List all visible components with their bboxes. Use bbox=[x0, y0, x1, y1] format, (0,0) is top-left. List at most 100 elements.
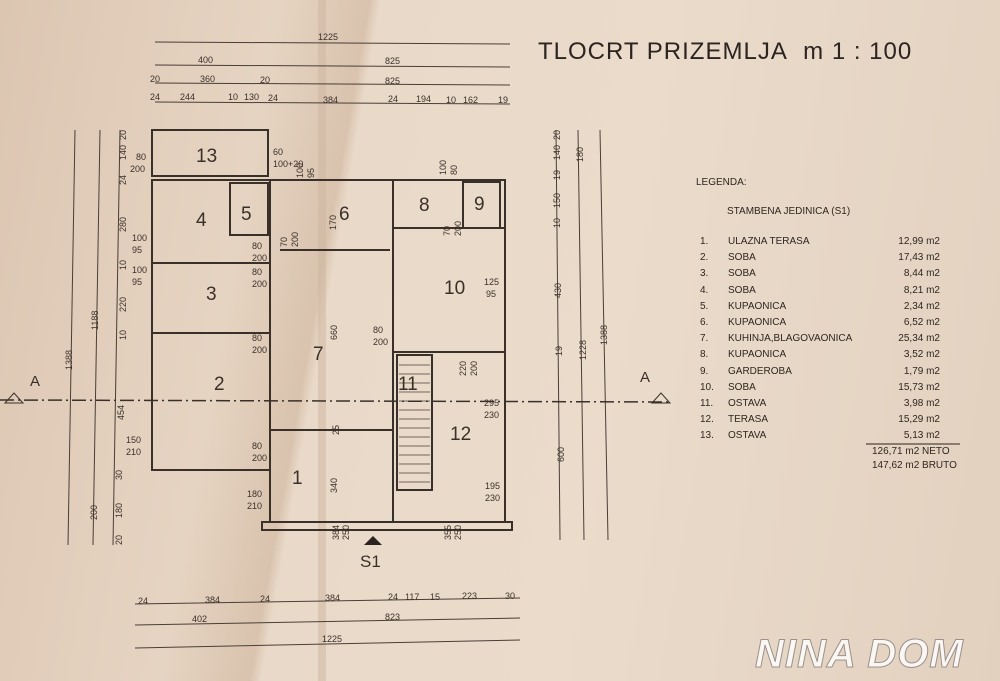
opening-size-label: 230 bbox=[485, 493, 500, 503]
dim-top-label: 825 bbox=[385, 56, 400, 66]
dim-top-label: 162 bbox=[463, 95, 478, 105]
legend-total-neto: 126,71 m2 NETO bbox=[872, 446, 950, 457]
dim-right-label: 1388 bbox=[599, 325, 609, 345]
dim-top-label: 10 bbox=[446, 95, 456, 105]
dim-top-label: 244 bbox=[180, 92, 195, 102]
inner-dimension-label: 200 bbox=[290, 232, 300, 247]
dim-right-label: 180 bbox=[575, 147, 585, 162]
legend-item-name: TERASA bbox=[728, 414, 769, 426]
room-number-7: 7 bbox=[313, 344, 324, 365]
room-number-3: 3 bbox=[206, 284, 217, 305]
opening-size-label: 100 bbox=[132, 233, 147, 243]
legend-item-no: 8. bbox=[700, 349, 709, 361]
plan-title-text: TLOCRT PRIZEMLJA bbox=[538, 38, 788, 65]
legend-item-no: 1. bbox=[700, 236, 709, 247]
dim-bottom-label: 823 bbox=[385, 612, 400, 622]
inner-dimension-label: 340 bbox=[329, 478, 339, 493]
dim-top-label: 194 bbox=[416, 94, 431, 104]
dim-left-label: 1188 bbox=[90, 311, 100, 330]
dim-bottom-label: 15 bbox=[430, 592, 440, 602]
legend-item-name: SOBA bbox=[728, 381, 756, 393]
room-number-13: 13 bbox=[196, 146, 217, 167]
watermark-logo: NINA DOM bbox=[755, 632, 964, 677]
dimension-lines bbox=[67, 41, 609, 649]
legend-item-name: KUPAONICA bbox=[728, 300, 787, 312]
opening-size-label: 80 bbox=[136, 152, 146, 162]
legend-item-area: 12,99 m2 bbox=[898, 236, 940, 247]
room-number-9: 9 bbox=[474, 194, 485, 215]
section-label-right: A bbox=[640, 369, 650, 386]
dim-bottom-label: 223 bbox=[462, 591, 477, 601]
opening-size-label: 60 bbox=[273, 147, 283, 157]
opening-size-label: 100+20 bbox=[273, 159, 303, 169]
room-number-5: 5 bbox=[241, 204, 252, 225]
dim-top-label: 19 bbox=[498, 95, 508, 105]
legend-item-no: 13. bbox=[700, 430, 714, 442]
inner-dimension-label: 250 bbox=[453, 525, 463, 540]
opening-size-label: 180 bbox=[247, 489, 262, 499]
legend-item-name: OSTAVA bbox=[728, 398, 767, 409]
section-marker-left-icon bbox=[3, 392, 25, 404]
plan-title: TLOCRT PRIZEMLJA m 1 : 100 bbox=[538, 38, 912, 66]
entrance-arrow-icon bbox=[364, 536, 382, 545]
walls bbox=[151, 129, 513, 531]
entrance-label: S1 bbox=[360, 552, 381, 571]
dim-bottom-label: 24 bbox=[138, 596, 148, 606]
legend-item-name: ULAZNA TERASA bbox=[728, 236, 810, 247]
dim-left-label: 454 bbox=[116, 405, 126, 420]
room-number-2: 2 bbox=[214, 374, 225, 395]
inner-dimension-label: 100 bbox=[438, 160, 448, 175]
opening-size-label: 95 bbox=[132, 245, 142, 255]
dim-left-label: 10 bbox=[118, 330, 128, 340]
legend-item-name: KUPAONICA bbox=[728, 317, 787, 328]
opening-size-label: 200 bbox=[252, 279, 267, 289]
legend-item: 8. KUPAONICA 3,52 m2 bbox=[700, 349, 1000, 365]
opening-size-label: 150 bbox=[126, 435, 141, 445]
dim-left-label: 140 bbox=[118, 145, 128, 160]
legend-item-name: KUPAONICA bbox=[728, 349, 787, 361]
inner-dimension-label: 200 bbox=[453, 221, 463, 236]
dim-top-label: 20 bbox=[260, 75, 270, 85]
legend-total-bruto: 147,62 m2 BRUTO bbox=[872, 460, 957, 471]
inner-dimension-label: 95 bbox=[306, 168, 316, 178]
dim-top-label: 24 bbox=[388, 94, 398, 104]
legend-item: 1. ULAZNA TERASA 12,99 m2 bbox=[700, 236, 1000, 252]
room-number-8: 8 bbox=[419, 195, 430, 216]
legend-item-area: 15,29 m2 bbox=[898, 414, 940, 426]
inner-dimension-label: 70 bbox=[279, 237, 289, 247]
legend-item-no: 7. bbox=[700, 333, 709, 345]
opening-size-label: 80 bbox=[252, 267, 262, 277]
dim-right-label: 10 bbox=[552, 218, 562, 228]
legend-item-area: 8,21 m2 bbox=[903, 284, 940, 296]
dim-right-label: 150 bbox=[552, 193, 562, 208]
dim-right-label: 600 bbox=[556, 447, 566, 462]
dim-bottom-label: 24 bbox=[260, 594, 270, 604]
opening-size-label: 80 bbox=[252, 241, 262, 251]
legend-item-area: 17,43 m2 bbox=[898, 252, 940, 264]
dim-top-label: 130 bbox=[244, 92, 259, 102]
legend-item-no: 10. bbox=[700, 381, 714, 393]
opening-size-label: 210 bbox=[126, 447, 141, 457]
opening-size-label: 200 bbox=[130, 164, 145, 174]
dim-bottom-label: 1225 bbox=[322, 634, 342, 644]
dim-top-label: 20 bbox=[150, 74, 160, 84]
legend-item-no: 5. bbox=[700, 300, 709, 312]
opening-size-label: 200 bbox=[252, 345, 267, 355]
opening-size-label: 200 bbox=[252, 253, 267, 263]
dim-left-label: 10 bbox=[118, 260, 128, 270]
legend-item-area: 3,52 m2 bbox=[903, 349, 940, 361]
dim-bottom-label: 402 bbox=[192, 614, 207, 624]
legend-item-area: 5,13 m2 bbox=[903, 430, 940, 442]
room-number-6: 6 bbox=[339, 204, 350, 225]
opening-size-label: 95 bbox=[132, 277, 142, 287]
dim-bottom-label: 384 bbox=[325, 593, 340, 603]
section-marker-right-icon bbox=[650, 392, 672, 404]
legend-item-name: KUHINJA,BLAGOVAONICA bbox=[728, 333, 853, 345]
